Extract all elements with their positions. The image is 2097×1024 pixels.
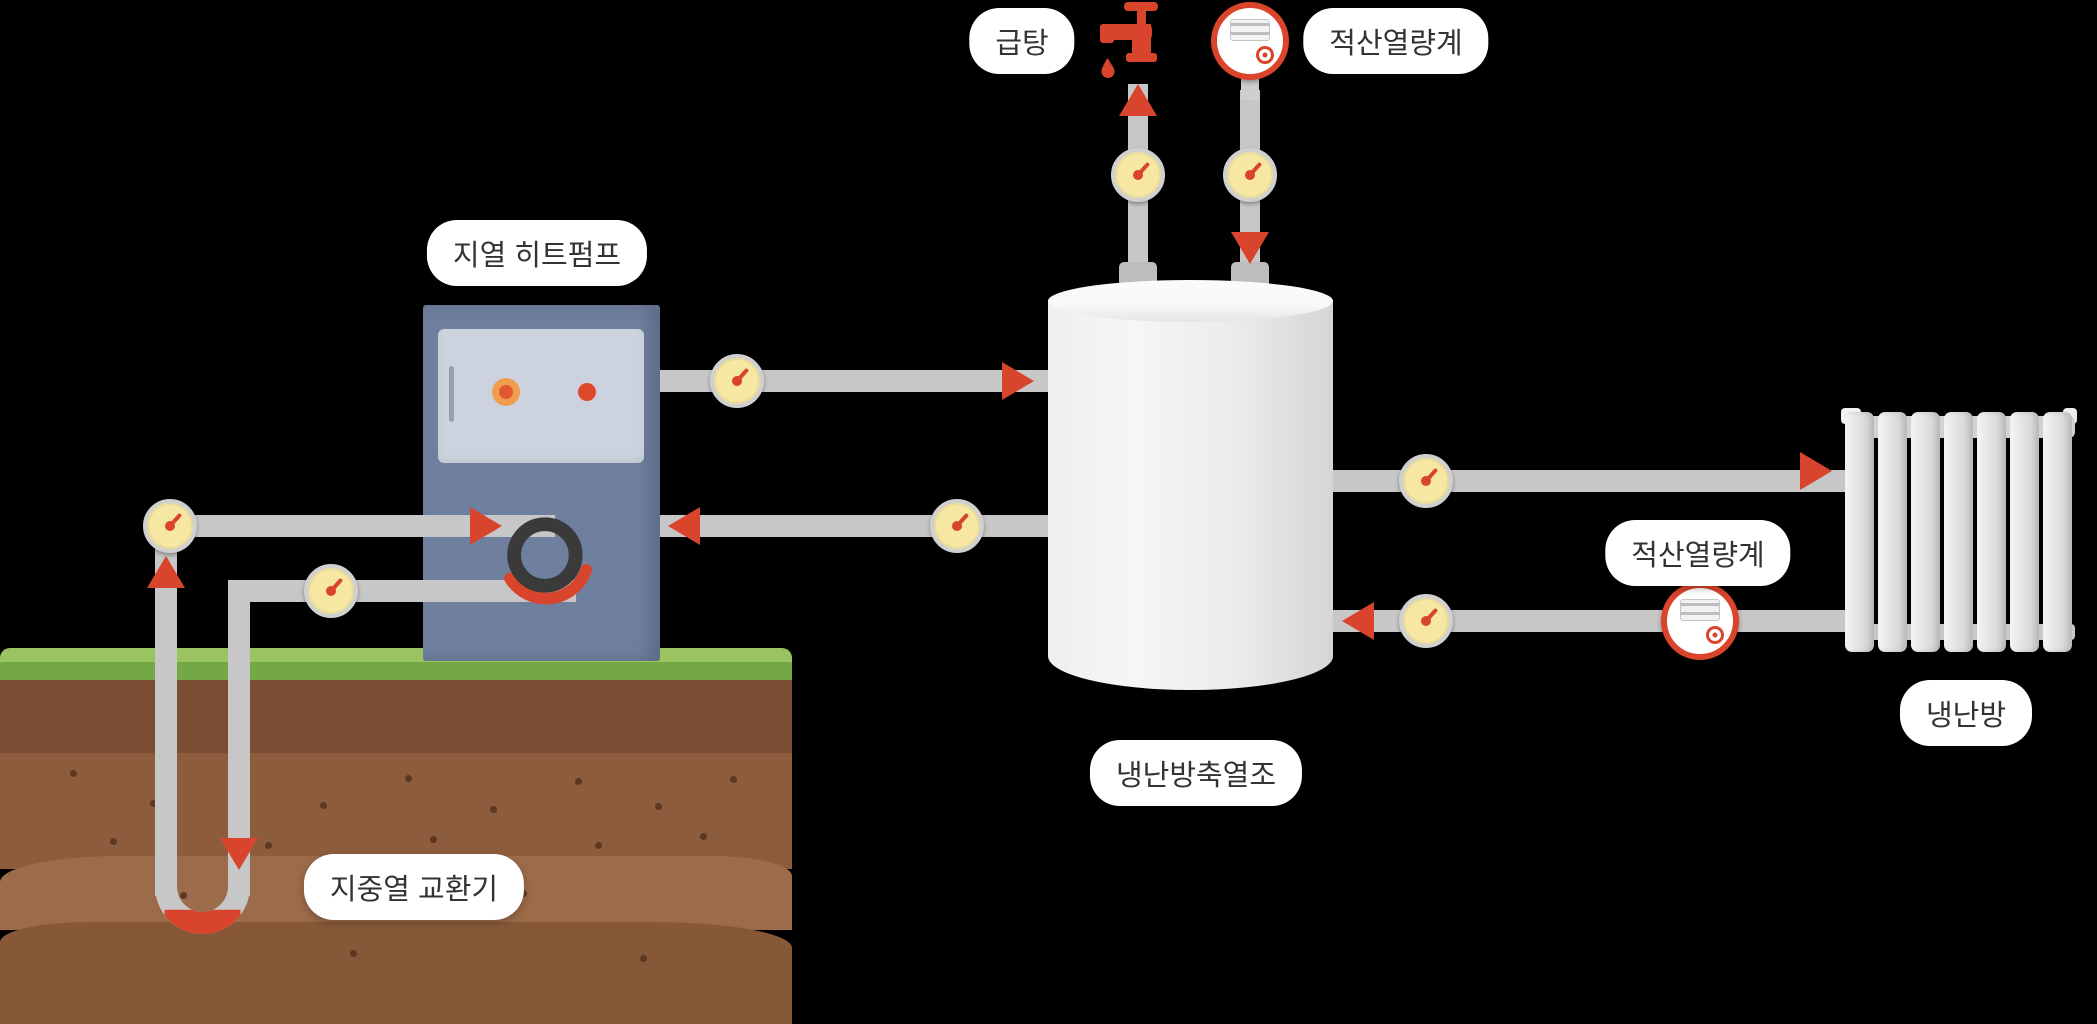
flow-arrow-icon	[1002, 362, 1034, 400]
tank-top-ellipse	[1048, 280, 1333, 322]
grass-layer	[0, 662, 792, 682]
gauge-icon	[1399, 454, 1453, 508]
flow-arrow-icon	[470, 507, 502, 545]
gauge-icon	[143, 499, 197, 553]
radiator-fin	[1911, 412, 1940, 652]
gauge-hub	[1245, 170, 1255, 180]
soil-layer-4	[0, 922, 792, 1024]
faucet-base	[1126, 53, 1157, 62]
radiator-fin	[1878, 412, 1907, 652]
gauge-hub	[1421, 476, 1431, 486]
meter-display	[1230, 19, 1270, 41]
faucet-spout-tip	[1100, 24, 1114, 43]
radiator-fin	[2010, 412, 2039, 652]
faucet-icon	[1100, 2, 1158, 78]
indicator-light-orange-core	[499, 385, 513, 399]
gauge-hub	[732, 376, 742, 386]
gauge-hub	[1133, 170, 1143, 180]
pump-red-arc	[504, 564, 593, 605]
pipe-borehole-up	[155, 526, 177, 896]
flow-arrow-icon	[1342, 602, 1374, 640]
radiator-fin	[1977, 412, 2006, 652]
heat-meter-icon	[1661, 582, 1739, 660]
tank-body	[1048, 300, 1333, 690]
hot-water-label: 급탕	[969, 8, 1075, 74]
flow-arrow-icon	[1231, 232, 1269, 264]
gauge-icon	[930, 499, 984, 553]
flow-arrow-icon	[1800, 452, 1832, 490]
gauge-hub	[1421, 616, 1431, 626]
faucet-stem	[1137, 9, 1146, 26]
meter-subdial	[1256, 46, 1274, 64]
meter-display	[1680, 599, 1720, 621]
heat-pump-label: 지열 히트펌프	[426, 220, 648, 286]
flow-arrow-icon	[147, 556, 185, 588]
heat-pump-panel	[438, 329, 644, 463]
gauge-hub	[165, 521, 175, 531]
soil-layer-2	[0, 753, 792, 869]
heat-meter-top-label: 적산열량계	[1303, 8, 1489, 74]
water-drop-icon	[1101, 58, 1115, 78]
radiator-fin	[1845, 412, 1874, 652]
heating-cooling-label: 냉난방	[1899, 680, 2033, 746]
pipe-ground-to-pump	[155, 515, 555, 537]
flow-arrow-icon	[668, 507, 700, 545]
faucet-body	[1132, 24, 1151, 55]
gauge-hub	[326, 586, 336, 596]
gauge-icon	[304, 564, 358, 618]
indicator-light-orange	[492, 378, 520, 406]
meter-subdial	[1706, 626, 1724, 644]
pipe-tank-to-radiator	[1325, 470, 1860, 492]
gauge-icon	[1223, 148, 1277, 202]
pipe-tank-to-pump	[655, 515, 1060, 537]
heat-meter-icon	[1211, 2, 1289, 80]
soil-texture-dots	[0, 0, 7, 7]
pipe-borehole-down	[228, 591, 250, 896]
gauge-icon	[1111, 148, 1165, 202]
pump-ring	[507, 517, 583, 593]
heat-meter-right-label: 적산열량계	[1605, 520, 1791, 586]
indicator-light-red	[578, 383, 596, 401]
radiator-icon	[1841, 408, 2077, 652]
storage-tank-label: 냉난방축열조	[1089, 740, 1303, 806]
gauge-icon	[1399, 594, 1453, 648]
flow-arrow-icon	[220, 838, 258, 870]
pump-circle-icon	[504, 517, 593, 605]
gauge-hub	[952, 521, 962, 531]
radiator-fin	[1944, 412, 1973, 652]
soil-layer-1	[0, 680, 792, 756]
panel-handle	[449, 366, 454, 422]
radiator-fin	[2043, 412, 2072, 652]
flow-arrow-icon	[1119, 84, 1157, 116]
ground-exchanger-label: 지중열 교환기	[303, 854, 525, 920]
gauge-icon	[710, 354, 764, 408]
faucet-handle	[1124, 2, 1158, 11]
